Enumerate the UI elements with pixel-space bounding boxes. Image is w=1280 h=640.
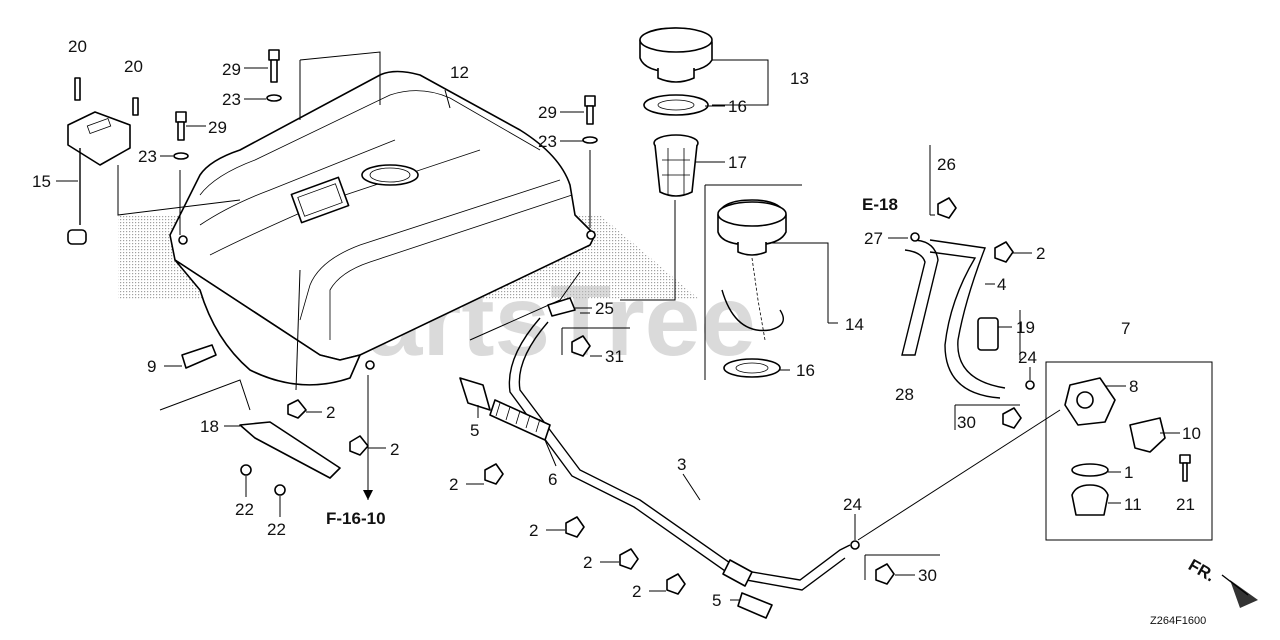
callout-2: 2 — [1036, 244, 1045, 263]
fuel-cap-assembly — [639, 27, 713, 116]
callout-10: 10 — [1182, 424, 1201, 443]
callout-21: 21 — [1176, 495, 1195, 514]
callout-20: 20 — [124, 57, 143, 76]
group-boxes — [561, 145, 1213, 580]
callout-3: 3 — [677, 455, 686, 474]
callout-7: 7 — [1121, 319, 1130, 338]
callout-2: 2 — [632, 582, 641, 601]
callout-29: 29 — [222, 60, 241, 79]
callout-30: 30 — [918, 566, 937, 585]
callout-9: 9 — [147, 357, 156, 376]
callout-23: 23 — [138, 147, 157, 166]
callout-2: 2 — [326, 403, 335, 422]
callout-1: 1 — [1124, 463, 1133, 482]
callout-15: 15 — [32, 172, 51, 191]
fuel-strainer — [653, 134, 699, 197]
callout-31: 31 — [605, 347, 624, 366]
fuel-hoses — [459, 239, 1006, 619]
callout-29: 29 — [538, 103, 557, 122]
callout-22: 22 — [235, 500, 254, 519]
ref-e18: E-18 — [862, 195, 898, 214]
callout-leaders — [56, 67, 1180, 601]
callout-labels: 20 20 29 23 12 29 23 15 29 23 13 16 17 2… — [32, 37, 1218, 627]
callout-28: 28 — [895, 385, 914, 404]
fuel-cap-with-chain — [717, 199, 787, 378]
drawing-code: Z264F1600 — [1150, 615, 1206, 627]
callout-18: 18 — [200, 417, 219, 436]
callout-29: 29 — [208, 118, 227, 137]
callout-16: 16 — [728, 97, 747, 116]
callout-24: 24 — [1018, 348, 1037, 367]
callout-6: 6 — [548, 470, 557, 489]
hose-clips — [181, 197, 1035, 595]
callout-11: 11 — [1124, 495, 1142, 514]
callout-12: 12 — [450, 63, 469, 82]
callout-2: 2 — [390, 440, 399, 459]
fuel-tank — [169, 70, 596, 386]
callout-19: 19 — [1016, 318, 1035, 337]
callout-17: 17 — [728, 153, 747, 172]
arrows — [363, 490, 1258, 608]
fuel-gauge-bracket — [67, 77, 139, 245]
callout-24: 24 — [843, 495, 862, 514]
callout-13: 13 — [790, 69, 809, 88]
callout-14: 14 — [845, 315, 864, 334]
callout-2: 2 — [583, 553, 592, 572]
callout-5: 5 — [470, 421, 479, 440]
front-indicator: FR. — [1185, 555, 1218, 585]
callout-2: 2 — [449, 475, 458, 494]
ref-f-16-10: F-16-10 — [326, 509, 386, 528]
callout-2: 2 — [529, 521, 538, 540]
callout-26: 26 — [937, 155, 956, 174]
fuel-cock-assembly — [1064, 377, 1191, 516]
callout-20: 20 — [68, 37, 87, 56]
callout-16: 16 — [796, 361, 815, 380]
bolts-washers — [173, 49, 598, 160]
callout-27: 27 — [864, 229, 883, 248]
callout-25: 25 — [595, 299, 614, 318]
callout-30: 30 — [957, 413, 976, 432]
callout-23: 23 — [538, 132, 557, 151]
callout-4: 4 — [997, 275, 1006, 294]
callout-22: 22 — [267, 520, 286, 539]
callout-8: 8 — [1129, 377, 1138, 396]
callout-23: 23 — [222, 90, 241, 109]
callout-5: 5 — [712, 591, 721, 610]
